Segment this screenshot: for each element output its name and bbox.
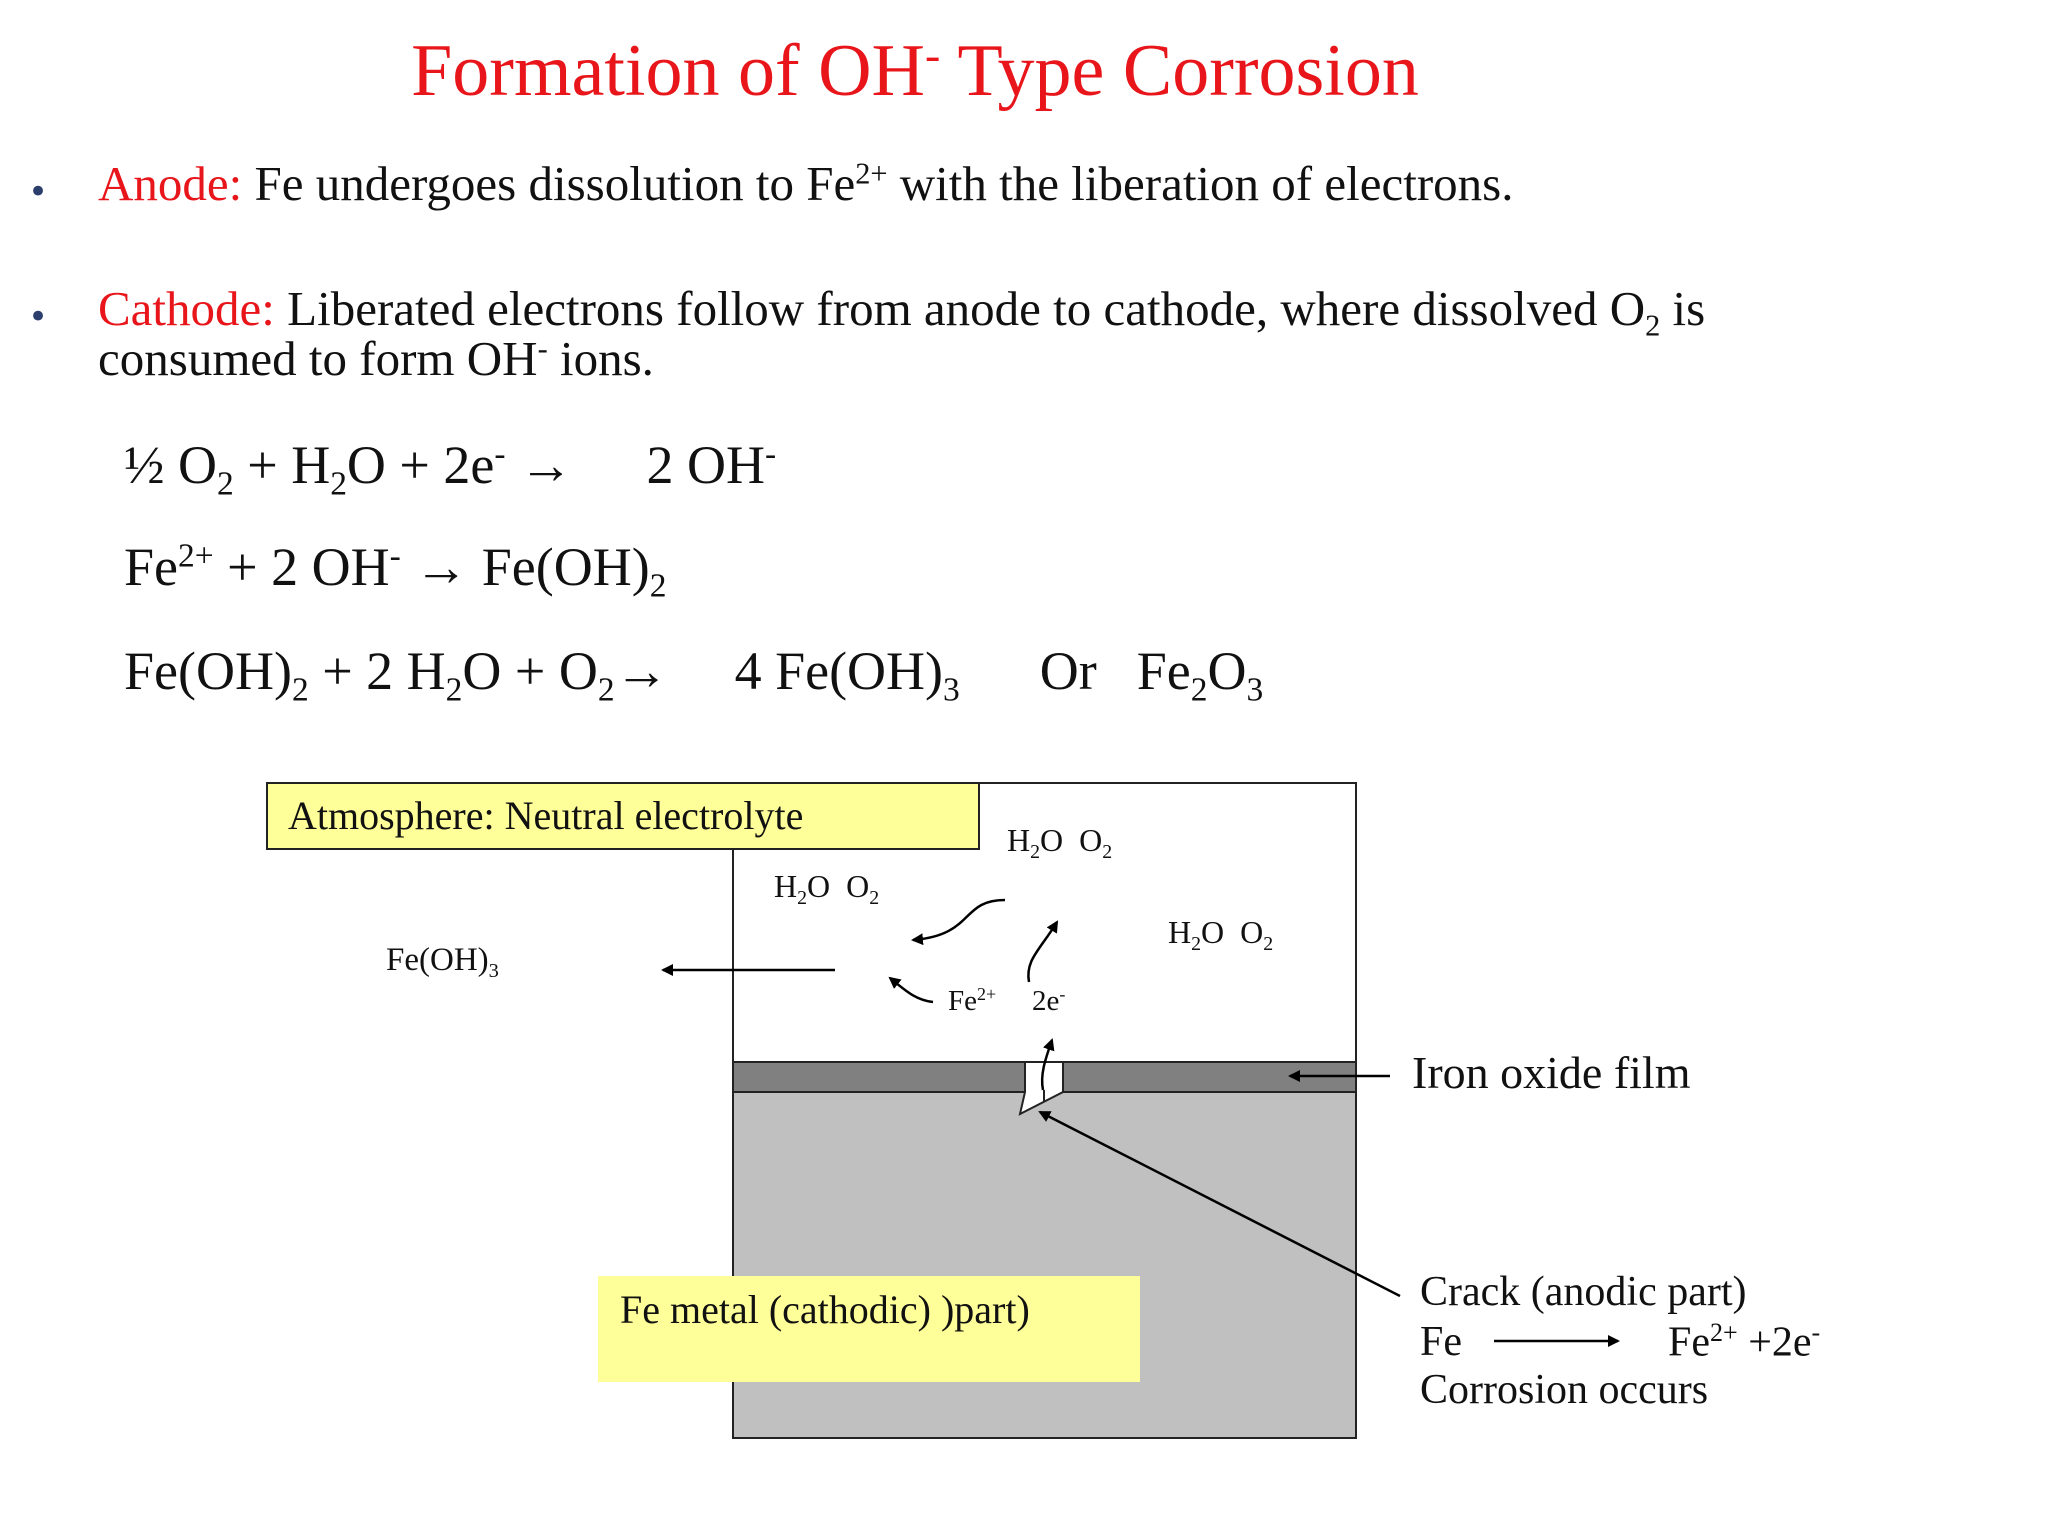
iron-oxide-film-label: Iron oxide film <box>1412 1046 1691 1099</box>
fe-metal-body <box>733 1092 1356 1438</box>
fe-oh3-label: Fe(OH)3 <box>386 942 499 983</box>
fe2plus-label: Fe2+ <box>948 984 996 1018</box>
crack-label: Crack (anodic part) <box>1420 1268 1747 1316</box>
electrons-label: 2e- <box>1032 984 1065 1018</box>
h2o-o2-label-right: H2O O2 <box>1168 914 1273 956</box>
fe-metal-label-box: Fe metal (cathodic) )part) <box>598 1276 1140 1382</box>
atmosphere-label-box: Atmosphere: Neutral electrolyte <box>266 782 980 850</box>
crack-product: Fe2+ +2e- <box>1668 1318 1820 1366</box>
crack-reactant-fe: Fe <box>1420 1318 1462 1366</box>
h2o-o2-label-top: H2O O2 <box>1007 822 1112 864</box>
oxide-film-left <box>733 1062 1025 1092</box>
h2o-o2-label-left: H2O O2 <box>774 868 879 910</box>
corrosion-occurs-label: Corrosion occurs <box>1420 1366 1708 1414</box>
